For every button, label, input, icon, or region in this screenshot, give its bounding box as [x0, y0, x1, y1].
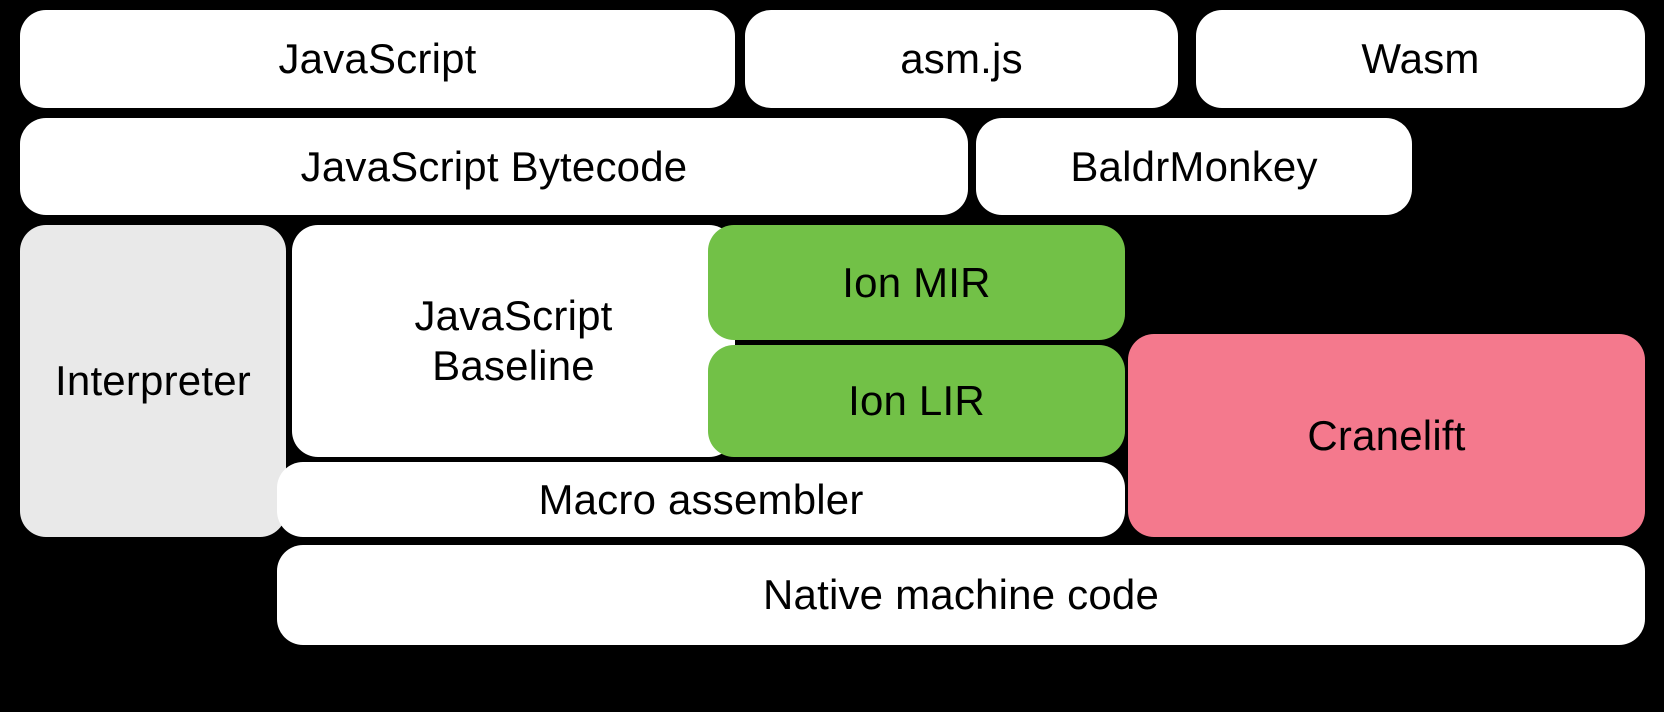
- node-label-cranelift: Cranelift: [1307, 411, 1466, 459]
- node-label-ion-mir: Ion MIR: [842, 258, 991, 306]
- node-asmjs: asm.js: [745, 10, 1178, 108]
- node-label-macro-assembler: Macro assembler: [538, 475, 864, 523]
- node-label-native-code: Native machine code: [762, 571, 1159, 619]
- node-label-baldrmonkey: BaldrMonkey: [1070, 142, 1318, 190]
- node-cranelift: Cranelift: [1128, 334, 1645, 537]
- node-label-asmjs: asm.js: [900, 35, 1023, 83]
- node-javascript: JavaScript: [20, 10, 735, 108]
- node-js-baseline: JavaScript Baseline: [292, 225, 735, 457]
- node-macro-assembler: Macro assembler: [277, 462, 1125, 537]
- node-js-bytecode: JavaScript Bytecode: [20, 118, 968, 215]
- node-wasm: Wasm: [1196, 10, 1645, 108]
- node-ion-lir: Ion LIR: [708, 345, 1125, 457]
- node-baldrmonkey: BaldrMonkey: [976, 118, 1412, 215]
- node-label-interpreter: Interpreter: [55, 357, 251, 405]
- node-ion-mir: Ion MIR: [708, 225, 1125, 340]
- node-label-wasm: Wasm: [1361, 35, 1480, 83]
- node-label-js-bytecode: JavaScript Bytecode: [300, 142, 688, 190]
- node-label-ion-lir: Ion LIR: [848, 377, 985, 425]
- node-native-code: Native machine code: [277, 545, 1645, 645]
- node-interpreter: Interpreter: [20, 225, 286, 537]
- node-label-js-baseline: JavaScript Baseline: [414, 292, 613, 389]
- node-label-javascript: JavaScript: [278, 35, 477, 83]
